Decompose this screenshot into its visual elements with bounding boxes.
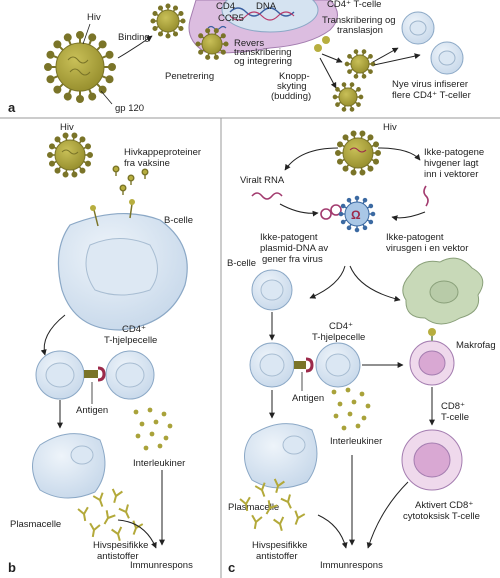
antigen-label-b: Antigen [76, 405, 108, 416]
knopp-label-3: (budding) [271, 91, 311, 102]
virusgen-label-1: Ikke-patogent [386, 232, 444, 243]
panel-a: Hiv gp 120 Binding CD4 CCR5 DNA [8, 0, 471, 115]
antistoffer-label-b-1: Hivspesifikke [93, 540, 148, 551]
antistoffer-label-c-1: Hivspesifikke [252, 540, 307, 551]
ikke-patogene-hivgener-1: Ikke-patogene [424, 147, 484, 158]
plasmacelle-label-b: Plasmacelle [10, 519, 61, 530]
ikke-patogene-hivgener-2: hivgener lagt [424, 158, 479, 169]
hiv-virus-c [334, 130, 381, 176]
cd8-label-1: CD8⁺ [441, 401, 465, 412]
binding-label: Binding [118, 32, 150, 43]
hivkappe-label-1: Hivkappeproteiner [124, 147, 201, 158]
b-cell-small-c [249, 342, 295, 388]
hiv-virus-b [46, 132, 94, 178]
antigen-complex-b [84, 366, 106, 382]
makrofag-label: Makrofag [456, 340, 496, 351]
rna-strand [251, 192, 283, 200]
new-t-cells [401, 11, 464, 75]
virusgen-label-2: virusgen i en vektor [386, 243, 468, 254]
aktivert-label-2: cytotoksisk T-celle [403, 511, 480, 522]
plasma-cell-b [32, 433, 106, 499]
panel-b-letter: b [8, 560, 16, 575]
cd8-t-cell [409, 340, 455, 386]
plasmacelle-label-c: Plasmacelle [228, 502, 279, 513]
hiv-virus-large [44, 31, 116, 103]
vector-gene [423, 185, 429, 207]
knopp-label-1: Knopp- [279, 71, 310, 82]
hivkappe-label-2: fra vaksine [124, 158, 170, 169]
t-helper-cell-b [105, 350, 155, 400]
interleukiner-label-b: Interleukiner [133, 458, 185, 469]
plasmid-label-2: plasmid-DNA av [260, 243, 328, 254]
envelope-proteins [112, 165, 149, 195]
hiv-label-c: Hiv [383, 122, 397, 133]
plasma-cell-c [244, 423, 318, 489]
hiv-label-b: Hiv [60, 122, 74, 133]
omega-symbol: Ω [351, 208, 361, 222]
macrophage [402, 257, 484, 336]
panel-c-letter: c [228, 560, 235, 575]
cd4-label-b-1: CD4⁺ [122, 324, 146, 335]
penetrering-label: Penetrering [165, 71, 214, 82]
hiv-virus-binding [150, 3, 186, 39]
transkribering-label-1: Transkribering og [322, 15, 396, 26]
immunrespons-label-b: Immunrespons [130, 560, 193, 571]
bcelle-label-b: B-celle [164, 215, 193, 226]
ikke-patogene-hivgener-3: inn i vektorer [424, 169, 478, 180]
panel-separators [0, 117, 500, 578]
plasmid-label-1: Ikke-patogent [260, 232, 318, 243]
cd4-t-cell-host [188, 0, 338, 60]
bcelle-label-c: B-celle [227, 258, 256, 269]
antigen-complex-c [294, 357, 314, 373]
plasmid-dna [320, 204, 342, 220]
b-cell-small-b [35, 350, 85, 400]
cd4-tcell-label-a: CD4⁺ T-celle [327, 0, 381, 10]
viralt-rna-label: Viralt RNA [240, 175, 285, 186]
transkribering-label-2: translasjon [337, 25, 383, 36]
ccr5-label: CCR5 [218, 13, 244, 24]
revers-label-3: og integrering [234, 56, 292, 67]
dna-label: DNA [256, 1, 277, 12]
revers-label-1: Revers [234, 38, 264, 49]
panel-b: Hiv Hivkappeproteiner fra vaksine B-cell… [8, 122, 201, 575]
antibodies-c [239, 478, 306, 532]
activated-cd8-t-cell [401, 429, 463, 491]
cd4-label-b-2: T-hjelpecelle [104, 335, 157, 346]
antistoffer-label-b-2: antistoffer [97, 551, 139, 562]
released-virus-1 [344, 49, 376, 79]
panel-a-letter: a [8, 100, 16, 115]
antistoffer-label-c-2: antistoffer [256, 551, 298, 562]
cd4-label-c-1: CD4⁺ [329, 321, 353, 332]
interleukin-dots-c [331, 387, 371, 431]
gp120-label: gp 120 [115, 103, 144, 114]
cd4-label-a: CD4 [216, 1, 235, 12]
immunrespons-label-c: Immunrespons [320, 560, 383, 571]
interleukin-dots-b [133, 407, 173, 451]
knopp-label-2: skyting [277, 81, 307, 92]
interleukiner-label-c: Interleukiner [330, 436, 382, 447]
t-helper-cell-c [315, 342, 361, 388]
viral-vector: Ω [338, 195, 376, 233]
cd4-label-c-2: T-hjelpecelle [312, 332, 365, 343]
panel-c: Hiv Viralt RNA Ikke-patogene hivgener la… [227, 122, 496, 575]
antigen-label-c: Antigen [292, 393, 324, 404]
plasmid-label-3: gener fra virus [262, 254, 323, 265]
hiv-label-a: Hiv [87, 12, 101, 23]
aktivert-label-1: Aktivert CD8⁺ [415, 500, 473, 511]
nye-virus-label-1: Nye virus infiserer [392, 79, 468, 90]
b-cell-c [251, 269, 293, 311]
b-cell-b [57, 199, 188, 331]
antibodies-b [77, 488, 144, 542]
revers-label-2: transkribering [234, 47, 292, 58]
cd8-label-2: T-celle [441, 412, 469, 423]
released-virus-2 [332, 82, 364, 112]
nye-virus-label-2: flere CD4⁺ T-celler [392, 90, 471, 101]
